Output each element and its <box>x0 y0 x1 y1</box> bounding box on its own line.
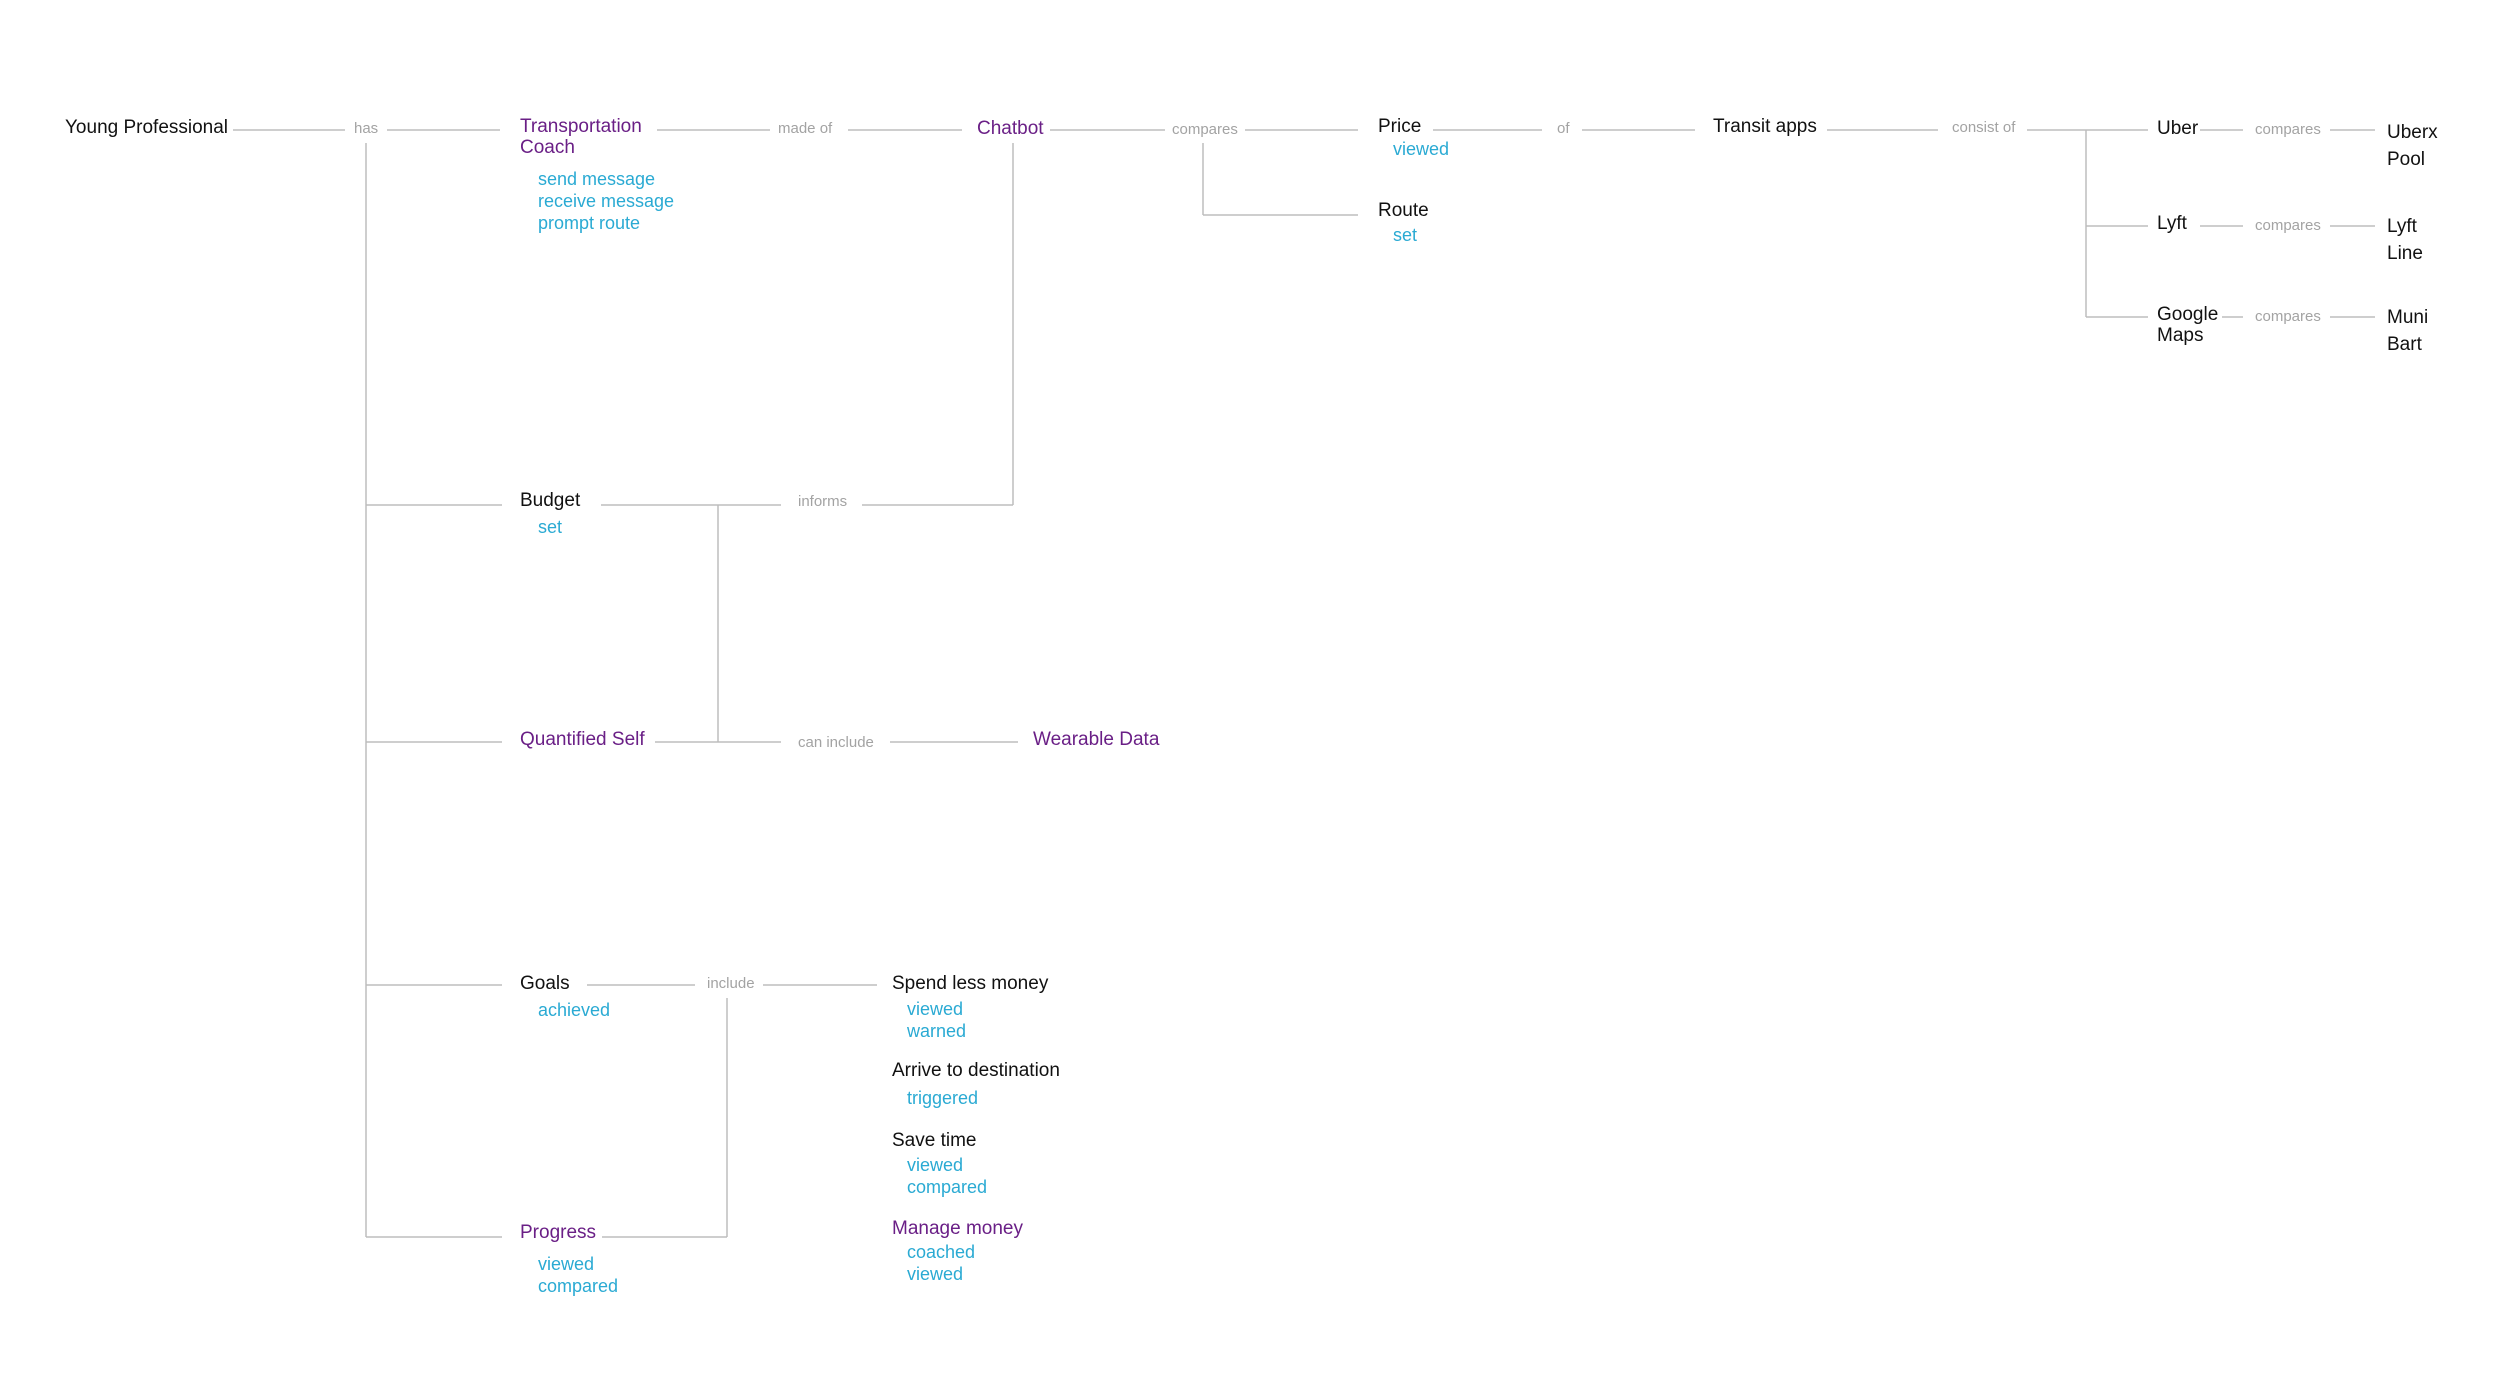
action-manage-coached: coached <box>907 1242 976 1262</box>
action-budget-set: set <box>538 517 563 537</box>
node-save-time: Save time <box>892 1130 977 1151</box>
action-prompt-route: prompt route <box>538 213 641 233</box>
node-young-professional: Young Professional <box>65 117 229 138</box>
node-muni: Muni <box>2387 307 2429 328</box>
relation-compares-lyft: compares <box>2253 217 2323 235</box>
relation-consist-of: consist of <box>1950 119 2018 137</box>
node-spend-less-money: Spend less money <box>892 973 1049 994</box>
relation-of: of <box>1555 120 1572 138</box>
node-route: Route <box>1378 200 1429 221</box>
node-lyft-target: Lyft <box>2387 216 2417 237</box>
action-progress-compared: compared <box>538 1276 619 1296</box>
node-bart: Bart <box>2387 334 2422 355</box>
node-pool: Pool <box>2387 149 2426 170</box>
action-spend-viewed: viewed <box>907 999 964 1019</box>
action-send-message: send message <box>538 169 656 189</box>
action-manage-viewed: viewed <box>907 1264 964 1284</box>
node-google-maps-line1: Google <box>2157 304 2219 325</box>
node-uber: Uber <box>2157 118 2199 139</box>
action-goals-achieved: achieved <box>538 1000 611 1020</box>
actions-spend-less-money: viewed warned <box>907 998 966 1042</box>
relation-compares-google: compares <box>2253 308 2323 326</box>
node-budget: Budget <box>520 490 581 511</box>
action-price-viewed: viewed <box>1393 139 1450 159</box>
node-line: Line <box>2387 243 2423 264</box>
actions-progress: viewed compared <box>538 1253 618 1297</box>
action-save-time-compared: compared <box>907 1177 988 1197</box>
relation-compares: compares <box>1170 121 1240 139</box>
node-google-maps: Google Maps <box>2157 304 2219 347</box>
node-manage-money: Manage money <box>892 1218 1023 1239</box>
node-transit-apps: Transit apps <box>1713 116 1817 137</box>
relation-has: has <box>352 120 381 138</box>
node-progress: Progress <box>520 1222 597 1243</box>
relation-include: include <box>705 975 757 993</box>
node-transportation-coach-line1: Transportation <box>520 116 642 137</box>
node-chatbot: Chatbot <box>977 118 1044 139</box>
node-lyft-line: Lyft Line <box>2387 213 2423 267</box>
relation-can-include: can include <box>796 734 876 752</box>
action-arrive-triggered: triggered <box>907 1088 979 1108</box>
relation-compares-uber: compares <box>2253 121 2323 139</box>
action-spend-warned: warned <box>907 1021 967 1041</box>
node-lyft: Lyft <box>2157 213 2187 234</box>
action-save-time-viewed: viewed <box>907 1155 964 1175</box>
node-price: Price <box>1378 116 1422 137</box>
node-transportation-coach-line2: Coach <box>520 136 575 158</box>
actions-save-time: viewed compared <box>907 1154 987 1198</box>
node-quantified-self: Quantified Self <box>520 729 645 750</box>
action-progress-viewed: viewed <box>538 1254 595 1274</box>
relation-informs: informs <box>796 493 850 511</box>
node-arrive-to-destination: Arrive to destination <box>892 1060 1060 1081</box>
relation-made-of: made of <box>776 120 835 138</box>
node-uberx-pool: Uberx Pool <box>2387 119 2438 173</box>
node-transportation-coach: Transportation Coach <box>520 116 642 159</box>
action-receive-message: receive message <box>538 191 675 211</box>
node-muni-bart: Muni Bart <box>2387 304 2428 358</box>
actions-manage-money: coached viewed <box>907 1241 975 1285</box>
action-route-set: set <box>1393 225 1418 245</box>
node-wearable-data: Wearable Data <box>1033 729 1160 750</box>
actions-transportation-coach: send message receive message prompt rout… <box>538 168 674 234</box>
node-uberx: Uberx <box>2387 122 2438 143</box>
node-goals: Goals <box>520 973 570 994</box>
node-google-maps-line2: Maps <box>2157 324 2204 346</box>
